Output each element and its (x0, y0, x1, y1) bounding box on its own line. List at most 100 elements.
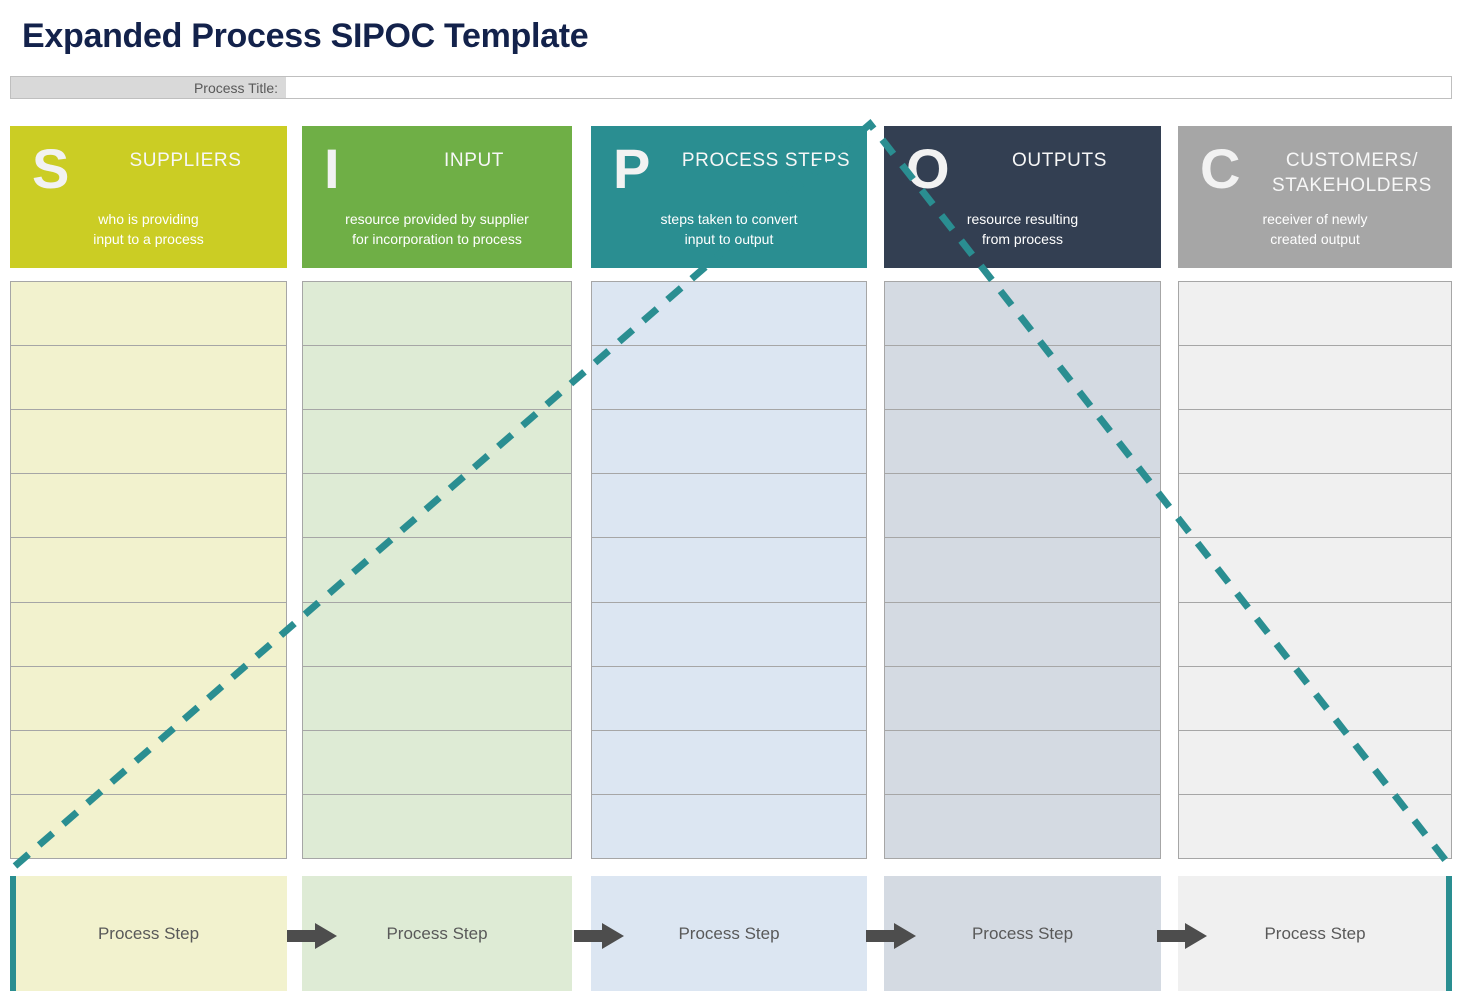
header-title-input: INPUT (382, 148, 566, 173)
grid-cell[interactable] (11, 667, 286, 731)
grid-cell[interactable] (592, 731, 866, 795)
header-card-process-steps: P PROCESS STEPS steps taken to convert i… (591, 126, 867, 268)
grid-cell[interactable] (1179, 410, 1451, 475)
letter-s: S (32, 137, 70, 200)
grid-cell[interactable] (11, 346, 286, 411)
process-step-box[interactable]: Process Step (884, 876, 1161, 991)
header-desc-line: for incorporation to process (352, 231, 522, 247)
header-title-process-steps: PROCESS STEPS (671, 148, 861, 173)
grid-cell[interactable] (1179, 731, 1451, 795)
process-title-bar: Process Title: (10, 76, 1452, 99)
header-title-outputs: OUTPUTS (964, 148, 1155, 173)
arrow-input-to-process-icon (574, 923, 624, 949)
letter-p: P (613, 137, 651, 200)
process-title-label: Process Title: (11, 77, 286, 98)
grid-cell[interactable] (303, 410, 571, 475)
grid-cell[interactable] (11, 474, 286, 539)
grid-cell[interactable] (592, 667, 866, 731)
grid-cell[interactable] (592, 538, 866, 603)
grid-cell[interactable] (303, 603, 571, 667)
process-step-label: Process Step (1264, 923, 1366, 943)
header-desc-customers: receiver of newly created output (1184, 209, 1446, 249)
arrow-process-to-outputs-icon (866, 923, 916, 949)
header-title-suppliers: SUPPLIERS (90, 148, 281, 173)
header-desc-suppliers: who is providing input to a process (16, 209, 281, 249)
grid-cell[interactable] (303, 667, 571, 731)
header-title-line: SUPPLIERS (129, 150, 242, 171)
header-desc-line: from process (982, 231, 1063, 247)
process-step-box[interactable]: Process Step (302, 876, 572, 991)
grid-cell[interactable] (11, 795, 286, 858)
process-step-label: Process Step (678, 923, 780, 943)
header-desc-outputs: resource resulting from process (890, 209, 1155, 249)
sipoc-grid (0, 281, 1462, 859)
grid-cell[interactable] (885, 538, 1160, 603)
header-desc-line: receiver of newly (1262, 211, 1368, 227)
grid-cell[interactable] (592, 795, 866, 858)
grid-column-outputs (884, 281, 1161, 859)
grid-cell[interactable] (1179, 667, 1451, 731)
arrow-outputs-to-customers-icon (1157, 923, 1207, 949)
grid-cell[interactable] (592, 410, 866, 475)
header-desc-line: input to output (684, 231, 774, 247)
header-title-line: INPUT (444, 150, 504, 171)
letter-c: C (1200, 137, 1241, 200)
process-step-label: Process Step (97, 923, 200, 943)
grid-cell[interactable] (11, 731, 286, 795)
grid-cell[interactable] (592, 346, 866, 411)
grid-cell[interactable] (11, 538, 286, 603)
header-title-line: PROCESS STEPS (681, 150, 851, 171)
process-title-input[interactable] (286, 77, 1451, 98)
grid-cell[interactable] (885, 410, 1160, 475)
letter-i: I (324, 137, 340, 200)
grid-cell[interactable] (885, 667, 1160, 731)
header-desc-line: created output (1270, 231, 1360, 247)
grid-column-customers (1178, 281, 1452, 859)
grid-cell[interactable] (303, 731, 571, 795)
grid-cell[interactable] (885, 603, 1160, 667)
grid-cell[interactable] (1179, 603, 1451, 667)
grid-cell[interactable] (885, 474, 1160, 539)
grid-cell[interactable] (1179, 538, 1451, 603)
grid-cell[interactable] (1179, 795, 1451, 858)
header-desc-input: resource provided by supplier for incorp… (308, 209, 566, 249)
header-desc-line: resource provided by supplier (345, 211, 529, 227)
grid-cell[interactable] (885, 795, 1160, 858)
process-step-box[interactable]: Process Step (1178, 876, 1452, 991)
header-card-input: I INPUT resource provided by supplier fo… (302, 126, 572, 268)
header-title-line: OUTPUTS (1012, 150, 1107, 171)
grid-cell[interactable] (885, 346, 1160, 411)
process-step-flow-row: Process Step Process Step Process Step Proc… (0, 876, 1462, 991)
grid-cell[interactable] (885, 282, 1160, 347)
process-step-box[interactable]: Process Step (10, 876, 287, 991)
header-title-customers: CUSTOMERS/ STAKEHOLDERS (1258, 148, 1446, 198)
grid-cell[interactable] (885, 731, 1160, 795)
grid-cell[interactable] (592, 603, 866, 667)
header-desc-line: who is providing (98, 211, 199, 227)
grid-cell[interactable] (11, 410, 286, 475)
grid-cell[interactable] (303, 795, 571, 858)
header-desc-line: resource resulting (966, 211, 1079, 227)
header-card-outputs: O OUTPUTS resource resulting from proces… (884, 126, 1161, 268)
grid-cell[interactable] (303, 282, 571, 347)
grid-cell[interactable] (1179, 474, 1451, 539)
process-step-box[interactable]: Process Step (591, 876, 867, 991)
grid-column-process_steps (591, 281, 867, 859)
grid-cell[interactable] (303, 346, 571, 411)
letter-o: O (906, 137, 950, 200)
grid-cell[interactable] (1179, 346, 1451, 411)
grid-cell[interactable] (1179, 282, 1451, 347)
grid-cell[interactable] (592, 474, 866, 539)
grid-cell[interactable] (303, 474, 571, 539)
grid-cell[interactable] (592, 282, 866, 347)
header-desc-line: steps taken to convert (660, 211, 798, 227)
header-desc-process-steps: steps taken to convert input to output (597, 209, 861, 249)
header-title-line: CUSTOMERS/ (1285, 150, 1419, 171)
grid-cell[interactable] (11, 282, 286, 347)
header-title-line: STAKEHOLDERS (1272, 175, 1432, 196)
grid-cell[interactable] (303, 538, 571, 603)
grid-cell[interactable] (11, 603, 286, 667)
process-step-label: Process Step (386, 923, 488, 943)
grid-column-suppliers (10, 281, 287, 859)
